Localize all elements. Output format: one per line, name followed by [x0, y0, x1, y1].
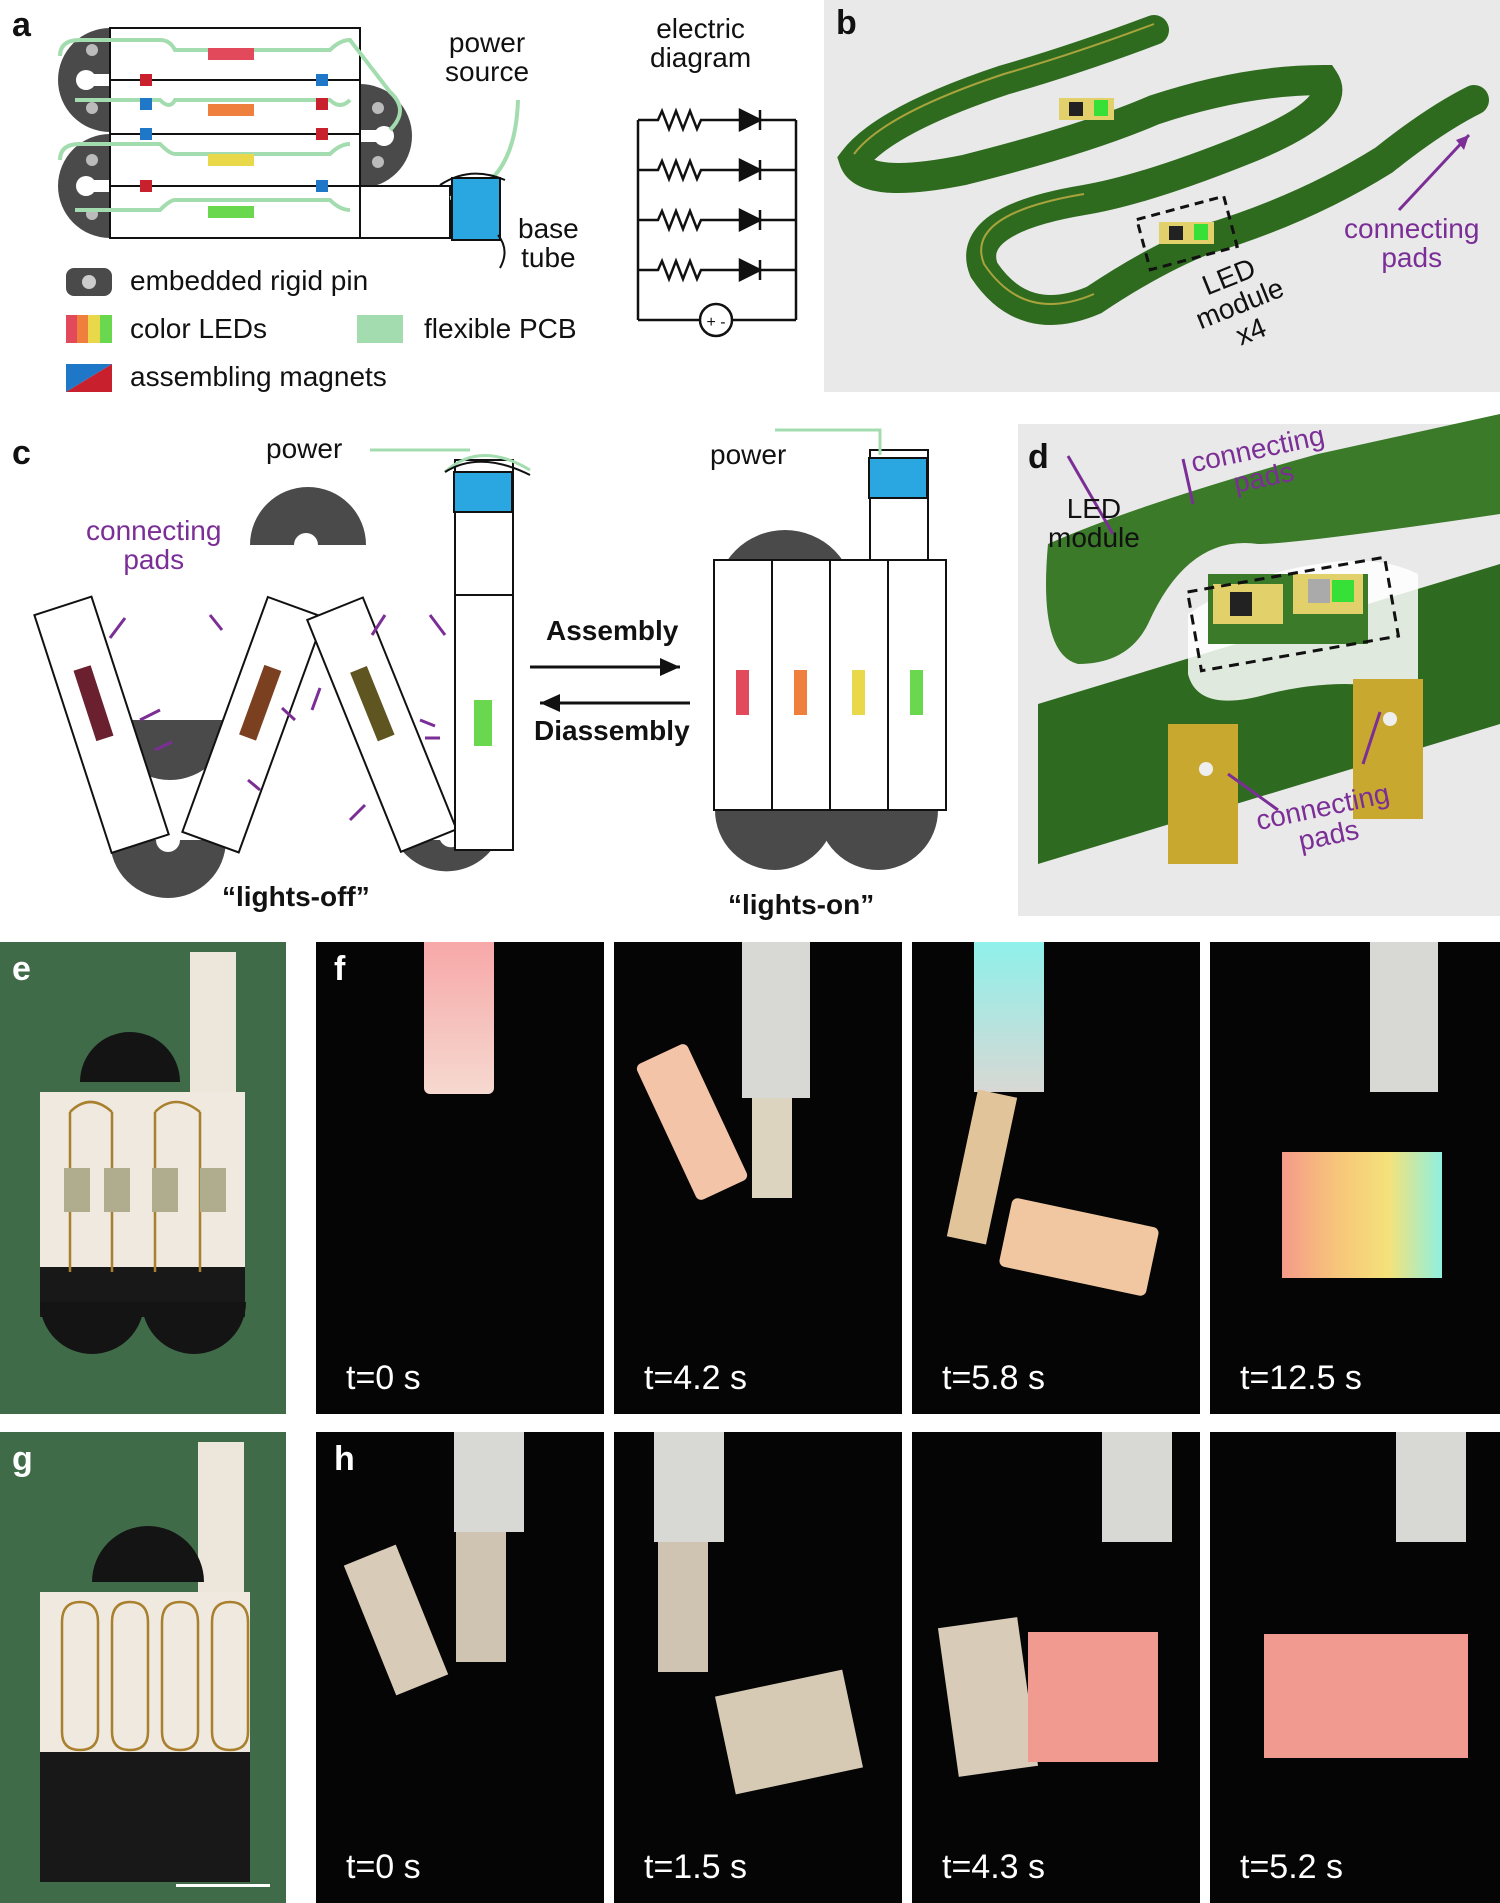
panel-g-photo: g — [0, 1432, 286, 1903]
legend-magnet-label: assembling magnets — [130, 361, 387, 392]
lights-on-label: “lights-on” — [728, 889, 875, 920]
flexible-pcb-render — [837, 15, 1489, 325]
panel-e-photo: e — [0, 942, 286, 1414]
panel-label-d: d — [1028, 438, 1049, 476]
panel-d: d connecting pads LED module connecting … — [1018, 414, 1500, 916]
module — [658, 1542, 708, 1672]
legend-pin-label: embedded rigid pin — [130, 265, 369, 296]
panel-h-frame-4: t=5.2 s — [1210, 1432, 1500, 1903]
module-glow — [998, 1197, 1160, 1297]
panel-c-power-right: power — [710, 439, 787, 470]
panel-c-power-left: power — [266, 433, 343, 464]
panel-b: b connecting pads LED module x4 — [824, 0, 1500, 392]
panel-label-b: b — [836, 4, 857, 42]
base-tube-label: base tube — [518, 213, 579, 274]
panel-h-frame-3: t=4.3 s — [912, 1432, 1200, 1903]
module — [752, 1098, 792, 1198]
base-tube — [654, 1432, 724, 1542]
base-tube — [1370, 942, 1438, 1092]
panel-f-frame-1: f t=0 s — [316, 942, 604, 1414]
pcb-closeup-render — [1038, 414, 1500, 864]
diassembly-label: Diassembly — [534, 715, 690, 746]
panel-f-frame-4: t=12.5 s — [1210, 942, 1500, 1414]
panel-a-schematic: + - — [58, 27, 798, 392]
module-pair — [715, 1669, 863, 1795]
panel-h-frame-1: h t=0 s — [316, 1432, 604, 1903]
panel-c-schematic — [33, 428, 947, 898]
panel-label-g: g — [12, 1440, 33, 1478]
time-label: t=12.5 s — [1240, 1359, 1362, 1397]
time-label: t=0 s — [346, 1359, 421, 1397]
assembly-label: Assembly — [546, 615, 679, 646]
module — [343, 1544, 449, 1696]
time-label: t=4.2 s — [644, 1359, 748, 1397]
base-tube-glow — [424, 942, 494, 1094]
panel-f-frame-3: t=5.8 s — [912, 942, 1200, 1414]
base-tube — [1396, 1432, 1466, 1542]
time-label: t=0 s — [346, 1848, 421, 1886]
legend-pcb-label: flexible PCB — [424, 313, 577, 344]
base-tube — [454, 1432, 524, 1532]
time-label: t=1.5 s — [644, 1848, 748, 1886]
base-tube — [1102, 1432, 1172, 1542]
power-source-label: power source — [445, 27, 530, 88]
panel-h-frame-2: t=1.5 s — [614, 1432, 902, 1903]
module-glow — [634, 1042, 750, 1202]
module — [937, 1617, 1039, 1777]
panel-a: a — [0, 0, 798, 392]
modules-glow — [1028, 1632, 1158, 1762]
assembled-glow — [1264, 1634, 1468, 1758]
electric-diagram-label: electric diagram — [650, 13, 752, 74]
assembled-device-photo — [40, 1442, 270, 1887]
time-label: t=4.3 s — [942, 1848, 1046, 1886]
legend-led-label: color LEDs — [130, 313, 267, 344]
panel-d-led-module-label: LED module — [1048, 493, 1140, 554]
panel-c: c — [0, 420, 1010, 920]
panel-label-h: h — [334, 1440, 355, 1478]
svg-text:+ -: + - — [706, 314, 725, 331]
panel-b-connecting-pads-label: connecting pads — [1344, 213, 1480, 274]
module — [456, 1532, 506, 1662]
panel-label-c: c — [12, 434, 31, 472]
lights-off-label: “lights-off” — [222, 881, 370, 912]
panel-f-frame-2: t=4.2 s — [614, 942, 902, 1414]
panel-label-e: e — [12, 950, 31, 988]
time-label: t=5.8 s — [942, 1359, 1046, 1397]
base-tube-cyan — [974, 942, 1044, 1092]
base-tube — [742, 942, 810, 1098]
panel-c-connecting-pads-label: connecting pads — [86, 515, 222, 576]
panel-label-a: a — [12, 6, 31, 44]
assembled-glow — [1282, 1152, 1442, 1278]
panel-label-f: f — [334, 950, 346, 988]
time-label: t=5.2 s — [1240, 1848, 1344, 1886]
assembled-device-photo — [40, 952, 246, 1354]
